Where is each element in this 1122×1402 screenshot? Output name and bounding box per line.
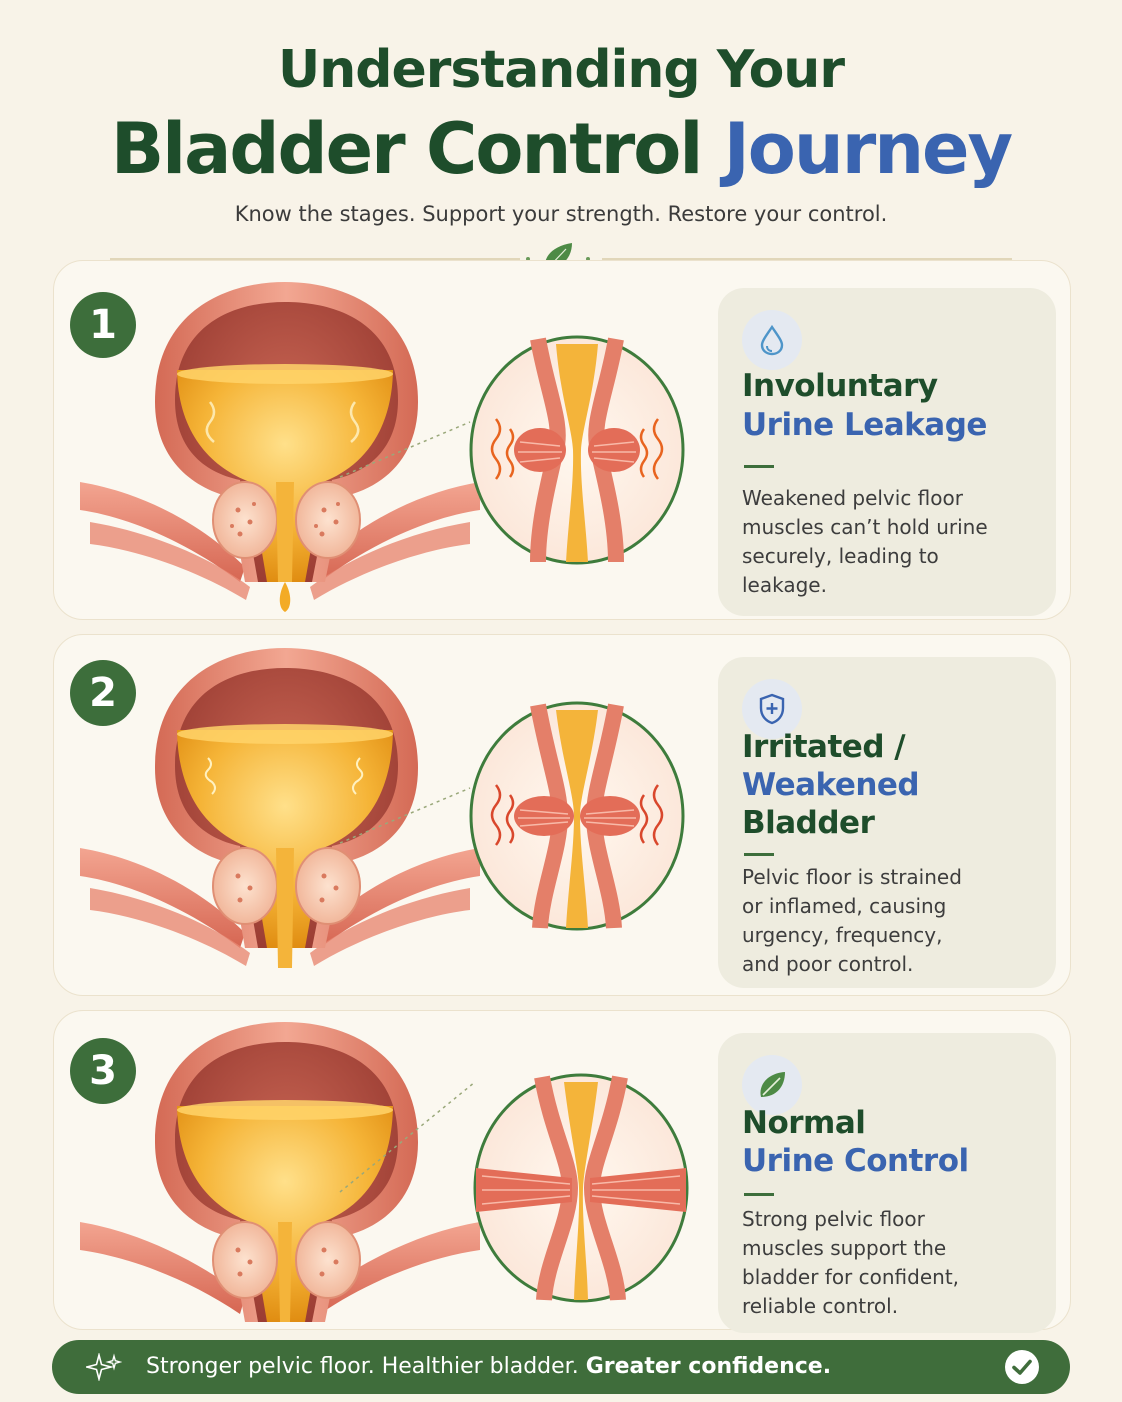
stage-heading-line1: Involuntary (742, 368, 938, 404)
footer-banner: Stronger pelvic floor. Healthier bladder… (52, 1340, 1070, 1394)
description-line: Strong pelvic floor (742, 1207, 925, 1231)
bladder-illustration-leakage (80, 282, 480, 612)
stage-heading-line2: Urine Control (742, 1143, 969, 1179)
description-line: Weakened pelvic floor (742, 486, 963, 510)
description-line: muscles support the (742, 1236, 947, 1260)
title-accent: Journey (723, 108, 1013, 190)
stage-number-badge: 2 (70, 660, 136, 726)
sparkle-icon (86, 1353, 122, 1381)
stage-heading-line3: Bladder (742, 805, 875, 841)
footer-text-regular: Stronger pelvic floor. Healthier bladder… (146, 1354, 579, 1379)
description-line: leakage. (742, 573, 827, 597)
title-main: Bladder Control (110, 108, 704, 190)
pelvic-muscle-closeup-strained (469, 701, 685, 931)
stage-heading-line2: Urine Leakage (742, 407, 987, 443)
leaf-icon (742, 1055, 802, 1115)
heading-rule (744, 465, 774, 468)
stage-heading-line1: Irritated / (742, 729, 906, 765)
stage-description: Weakened pelvic floor muscles can’t hold… (742, 484, 1042, 600)
bladder-illustration-irritated (80, 648, 480, 968)
stage-info-panel-2: Irritated / Weakened Bladder Pelvic floo… (718, 657, 1056, 988)
description-line: bladder for confident, (742, 1265, 960, 1289)
stage-heading-line1: Normal (742, 1105, 866, 1141)
shield-plus-icon (742, 679, 802, 739)
bladder-illustration-normal (80, 1022, 480, 1322)
description-line: securely, leading to (742, 544, 939, 568)
water-drop-icon (742, 310, 802, 370)
stage-description: Pelvic floor is strained or inflamed, ca… (742, 863, 1042, 979)
description-line: muscles can’t hold urine (742, 515, 988, 539)
stage-number-badge: 1 (70, 292, 136, 358)
page-title-line2: Bladder Control Journey (0, 108, 1122, 190)
stage-info-panel-3: Normal Urine Control Strong pelvic floor… (718, 1033, 1056, 1333)
stage-heading-line2: Weakened (742, 767, 920, 803)
description-line: reliable control. (742, 1294, 899, 1318)
description-line: and poor control. (742, 952, 914, 976)
heading-rule (744, 853, 774, 856)
pelvic-muscle-closeup-strong (473, 1073, 689, 1303)
stage-description: Strong pelvic floor muscles support the … (742, 1205, 1042, 1321)
page-title-line1: Understanding Your (278, 40, 845, 100)
pelvic-muscle-closeup-weak (469, 335, 685, 565)
stage-number-badge: 3 (70, 1038, 136, 1104)
check-circle-icon (1005, 1350, 1039, 1384)
heading-rule (744, 1193, 774, 1196)
page-subtitle: Know the stages. Support your strength. … (234, 202, 888, 226)
description-line: urgency, frequency, (742, 923, 943, 947)
description-line: Pelvic floor is strained (742, 865, 962, 889)
footer-text: Stronger pelvic floor. Healthier bladder… (146, 1354, 831, 1379)
stage-info-panel-1: Involuntary Urine Leakage Weakened pelvi… (718, 288, 1056, 616)
footer-text-bold: Greater confidence. (585, 1354, 832, 1379)
description-line: or inflamed, causing (742, 894, 947, 918)
